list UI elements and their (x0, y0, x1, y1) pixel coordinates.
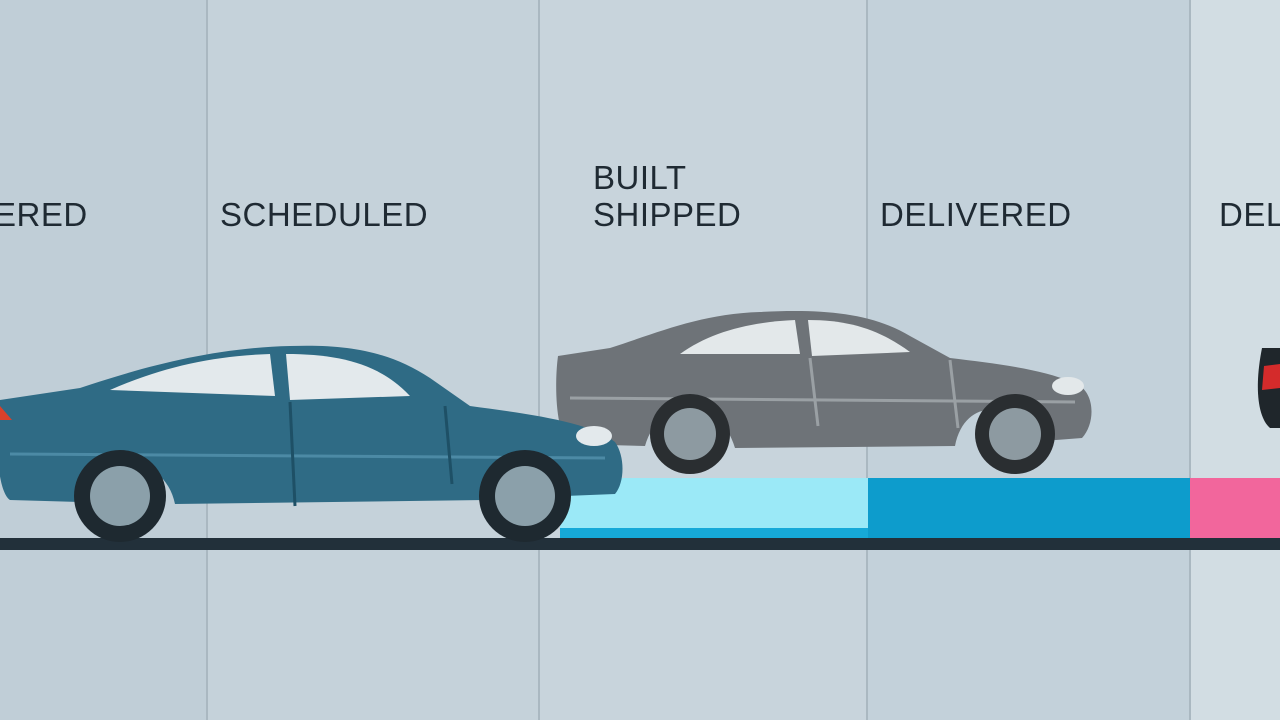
road-baseline (0, 538, 1280, 550)
progress-segment-next (1190, 478, 1280, 538)
stage-label-delivered: DELIVERED (880, 196, 1072, 233)
progress-segment-shipped-base (560, 528, 868, 538)
progress-segment-delivered (868, 478, 1190, 538)
stage-label-built: BUILT (593, 159, 687, 196)
stage-label-next: DEL (1219, 196, 1280, 233)
column-divider (538, 0, 540, 720)
stage-label-ordered: ERED (0, 196, 88, 233)
red-car-partial-icon (1257, 348, 1280, 428)
stage-label-scheduled: SCHEDULED (220, 196, 429, 233)
column-divider (1189, 0, 1191, 720)
stage-label-shipped: SHIPPED (593, 196, 742, 233)
stage-column-ordered (0, 0, 206, 720)
gray-sedan-icon (556, 311, 1092, 474)
teal-sedan-icon (0, 345, 623, 542)
